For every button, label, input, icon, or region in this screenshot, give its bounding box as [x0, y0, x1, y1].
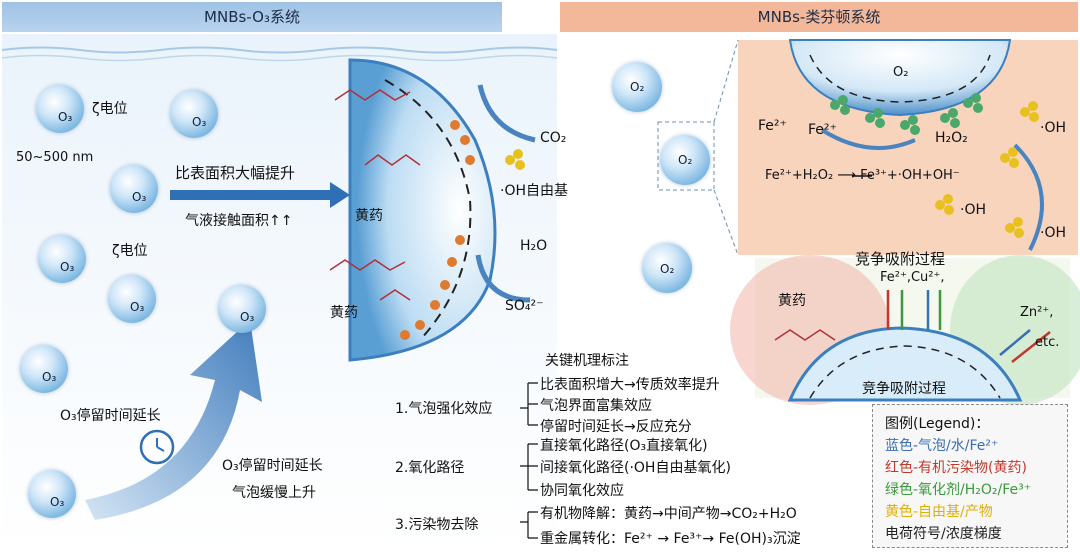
o3-bubble: [28, 470, 76, 518]
o3-bubble: [108, 275, 156, 323]
surface-area-label: 比表面积大幅提升: [175, 164, 296, 182]
oh-label: ·OH: [1040, 225, 1066, 241]
legend-item-blue: 蓝色-气泡/水/Fe²⁺: [885, 438, 999, 454]
o3-label: O₃: [58, 110, 73, 124]
clock-icon: [139, 429, 175, 465]
fe2-label: Fe²⁺: [808, 122, 837, 138]
o2-label: O₂: [893, 65, 909, 80]
xanthate-label: 黄药: [355, 208, 383, 224]
right-panel-header: MNBs-类芬顿系统: [560, 2, 1078, 32]
o2-bubble: [660, 135, 710, 185]
fe2-label: Fe²⁺: [758, 118, 787, 134]
o3-label: O₃: [42, 370, 57, 384]
o2-label: O₂: [630, 80, 645, 94]
left-panel-header: MNBs-O₃系统: [2, 2, 502, 32]
o3-label: O₃: [50, 495, 65, 509]
legend-item-black: 电荷符号/浓度梯度: [885, 526, 1002, 542]
oh-radical-label: ·OH自由基: [500, 183, 568, 199]
mechanism-item: 直接氧化路径(O₃直接氧化): [540, 438, 708, 454]
competition-title: 竞争吸附过程: [855, 250, 946, 268]
o3-label: O₃: [240, 310, 255, 324]
sulfate-label: SO₄²⁻: [505, 298, 544, 314]
oh-label: ·OH: [1040, 120, 1066, 136]
legend-item-yellow: 黄色-自由基/产物: [885, 504, 993, 520]
mechanism-group-head: 2.氧化路径: [395, 460, 465, 476]
zeta-potential-label: ζ电位: [112, 243, 148, 259]
mechanism-item: 间接氧化路径(·OH自由基氧化): [540, 460, 731, 476]
fenton-reaction: Fe²⁺+H₂O₂ ⟶ Fe³⁺+·OH+OH⁻: [765, 168, 960, 183]
o2-label: O₂: [660, 262, 675, 276]
o2-label: O₂: [678, 153, 693, 167]
mechanism-title: 关键机理标注: [545, 353, 629, 369]
mechanism-item: 比表面积增大→传质效率提升: [540, 377, 720, 393]
contact-area-label: 气液接触面积↑↑: [185, 213, 293, 229]
o2-bubble: [642, 243, 692, 293]
mechanism-item: 重金属转化：Fe²⁺ → Fe³⁺→ Fe(OH)₃沉淀: [540, 531, 801, 547]
legend-title: 图例(Legend)：: [885, 416, 990, 432]
residence-time-label-2: O₃停留时间延长: [222, 458, 323, 474]
metal-ions-label: Fe²⁺,Cu²⁺,: [880, 270, 945, 285]
mechanism-group-head: 3.污染物去除: [395, 517, 479, 533]
xanthate-label: 黄药: [778, 293, 806, 309]
mechanism-item: 协同氧化效应: [540, 483, 624, 499]
legend-box: 图例(Legend)： 蓝色-气泡/水/Fe²⁺ 红色-有机污染物(黄药) 绿色…: [872, 404, 1068, 548]
legend-item-green: 绿色-氧化剂/H₂O₂/Fe³⁺: [885, 482, 1032, 498]
o3-bubble: [170, 90, 218, 138]
zn-label: Zn²⁺,: [1020, 305, 1054, 320]
o3-label: O₃: [192, 115, 207, 129]
h2o2-label: H₂O₂: [935, 130, 968, 146]
o3-label: O₃: [60, 260, 75, 274]
etc-label: etc.: [1035, 335, 1060, 350]
legend-item-red: 红色-有机污染物(黄药): [885, 460, 1027, 476]
o2-bubble: [612, 62, 662, 112]
mechanism-group-head: 1.气泡强化效应: [395, 401, 493, 417]
o3-label: O₃: [132, 190, 147, 204]
h2o-label: H₂O: [520, 238, 548, 254]
bubble-size-label: 50~500 nm: [16, 150, 94, 165]
o3-bubble: [20, 345, 68, 393]
zeta-potential-label: ζ电位: [92, 101, 128, 117]
co2-label: CO₂: [540, 130, 567, 146]
o3-label: O₃: [130, 300, 145, 314]
o3-bubble: [36, 85, 84, 133]
xanthate-label: 黄药: [330, 305, 358, 321]
o3-bubble: [38, 235, 86, 283]
o3-bubble: [110, 165, 158, 213]
oh-label: ·OH: [960, 202, 986, 218]
mechanism-item: 有机物降解：黄药→中间产物→CO₂+H₂O: [540, 506, 797, 522]
competition-bottom-label: 竞争吸附过程: [862, 381, 946, 397]
mechanism-item: 气泡界面富集效应: [540, 398, 652, 414]
mechanism-item: 停留时间延长→反应充分: [540, 419, 692, 435]
slow-rise-label: 气泡缓慢上升: [232, 485, 316, 501]
o3-bubble: [218, 285, 266, 333]
residence-time-label: O₃停留时间延长: [60, 408, 161, 424]
